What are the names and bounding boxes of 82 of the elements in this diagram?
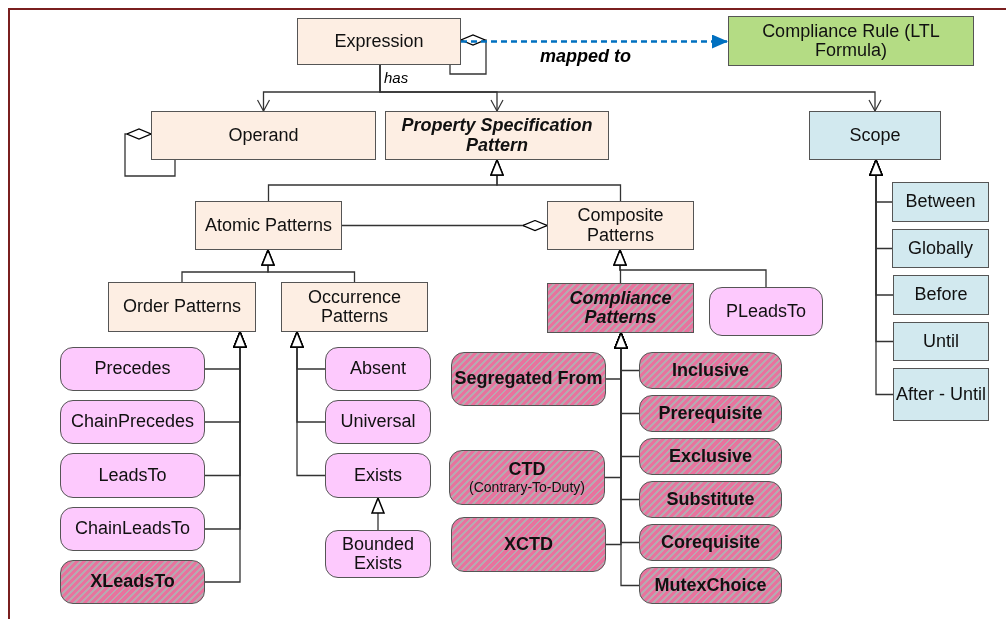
compliance-pattern-box [639,352,782,389]
class-box [151,111,376,160]
node-label: XCTD [504,534,553,555]
compliance-pattern-box [639,567,782,604]
scope-box [893,368,989,421]
scope-box [893,275,989,315]
node-subtitle: (Contrary-To-Duty) [469,479,585,495]
aggregation-connector [341,219,548,232]
connector [613,249,767,288]
node-label: Operand [228,125,299,146]
pattern-box [60,507,205,551]
node-label: ChainLeadsTo [74,519,191,539]
class-box [547,201,694,250]
scope-box [892,229,989,268]
node-label: Absent [349,359,406,379]
class-box [385,111,609,160]
connector [490,159,622,202]
connector [869,159,894,396]
node-label: Universal [340,412,416,432]
node-label: XLeadsTo [90,572,175,592]
node-label: Exclusive [668,446,753,467]
aggregation-connector [449,34,487,75]
connector [261,249,356,283]
connector [379,64,882,112]
pattern-box [325,453,431,498]
pattern-box [325,347,431,391]
compliance-pattern-box [639,395,782,432]
class-box [297,18,461,65]
compliance-pattern-box [639,438,782,475]
node-label: Before [914,285,968,305]
compliance-pattern-box [451,517,606,572]
node-label: Segregated From [454,369,603,389]
edge-label: mapped to [540,47,631,67]
node-label: Atomic Patterns [204,215,332,236]
scope-box [809,111,941,160]
node-label: CTD [508,460,546,480]
compliance-pattern-box [639,524,782,561]
compliance-pattern-box [639,481,782,518]
compliance-pattern-box [451,352,606,406]
compliance-pattern-box [547,283,694,333]
node-label: Compliance Patterns [568,288,673,328]
node-label: LeadsTo [98,465,167,486]
node-label: Prerequisite [658,403,763,424]
node-label: Composite Patterns [576,206,665,245]
node-label: Globally [908,238,973,259]
class-box [108,282,256,332]
node-label: Occurrence Patterns [306,287,402,327]
dashed-arrow [461,34,728,49]
class-box [281,282,428,332]
node-label: ChainPrecedes [70,412,195,432]
node-label: Exists [354,465,402,486]
connector [204,331,247,583]
connector [371,497,385,531]
node-label: Order Patterns [122,297,241,317]
aggregation-connector [124,128,176,177]
scope-box [892,182,989,222]
pattern-box [60,453,205,498]
pattern-box [709,287,823,336]
pattern-box [325,530,431,578]
node-label: Compliance Rule (LTL Formula) [761,21,941,61]
class-box [195,201,342,250]
node-label: Bounded Exists [340,534,416,574]
connector [290,331,326,477]
node-label: Property Specification Pattern [400,116,594,155]
compliance-pattern-box [60,560,205,604]
node-label: PLeadsTo [725,301,807,322]
class-box [728,16,974,66]
pattern-box [60,347,205,391]
node-label: Substitute [666,489,755,510]
node-label: MutexChoice [654,575,767,596]
pattern-box [325,400,431,444]
node-label: Until [923,331,959,352]
node-label: After - Until [896,384,986,405]
node-label: Corequisite [661,532,760,553]
node-label: Expression [334,31,424,52]
node-label: Inclusive [671,360,749,381]
pattern-box [60,400,205,444]
scope-box [893,322,989,361]
node-label: Precedes [94,359,171,379]
compliance-pattern-box [449,450,605,505]
node-label: Scope [849,125,901,146]
node-label: Between [905,192,976,212]
